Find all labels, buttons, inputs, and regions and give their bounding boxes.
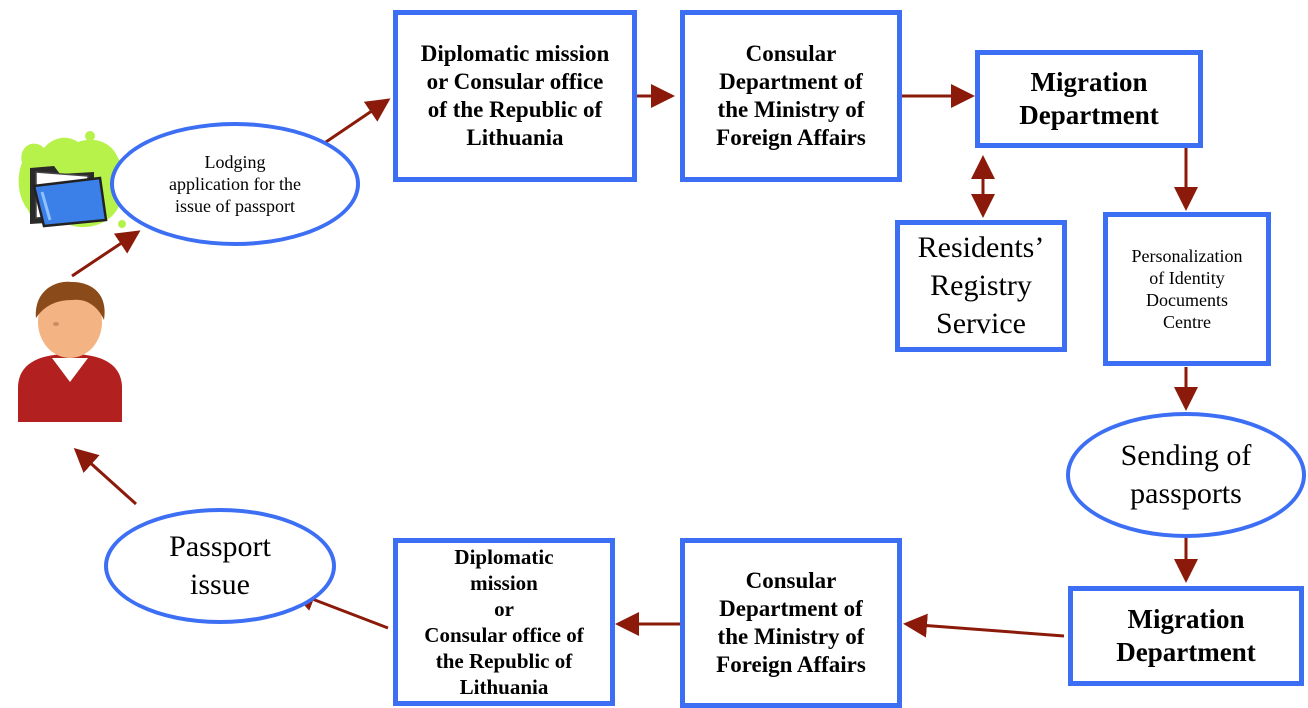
residents-registry-label: Residents’ Registry Service xyxy=(917,231,1045,340)
consular-department-bottom-node: Consular Department of the Ministry of F… xyxy=(680,538,902,708)
lodging-application-label: Lodging application for the issue of pas… xyxy=(169,152,301,216)
diplomatic-mission-bottom-label: Diplomatic mission or Consular office of… xyxy=(424,545,584,699)
diplomatic-mission-top-label: Diplomatic mission or Consular office of… xyxy=(420,41,610,150)
personalization-centre-node: Personalization of Identity Documents Ce… xyxy=(1103,212,1271,366)
lodging-application-node: Lodging application for the issue of pas… xyxy=(110,122,360,246)
migration-department-bottom-label: Migration Department xyxy=(1116,604,1256,667)
passport-issue-node: Passport issue xyxy=(104,508,336,624)
migration-department-top-node: Migration Department xyxy=(975,50,1203,148)
consular-department-top-label: Consular Department of the Ministry of F… xyxy=(716,41,866,150)
personalization-centre-label: Personalization of Identity Documents Ce… xyxy=(1131,246,1243,332)
arrow-passport-to-person xyxy=(73,447,138,506)
consular-department-top-node: Consular Department of the Ministry of F… xyxy=(680,10,902,182)
folder-icon xyxy=(18,131,127,228)
sending-passports-label: Sending of passports xyxy=(1120,439,1252,510)
arrow-lodging-to-diplomatic xyxy=(319,98,391,148)
diplomatic-mission-top-node: Diplomatic mission or Consular office of… xyxy=(393,10,637,182)
person-icon xyxy=(18,281,122,422)
residents-registry-node: Residents’ Registry Service xyxy=(895,220,1067,352)
arrow-migration-to-consular xyxy=(903,613,1065,638)
consular-department-bottom-label: Consular Department of the Ministry of F… xyxy=(716,568,866,677)
passport-issue-label: Passport issue xyxy=(169,530,271,601)
migration-department-bottom-node: Migration Department xyxy=(1068,586,1304,686)
diplomatic-mission-bottom-node: Diplomatic mission or Consular office of… xyxy=(393,538,615,706)
sending-passports-node: Sending of passports xyxy=(1066,412,1306,538)
migration-department-top-label: Migration Department xyxy=(1019,67,1159,130)
arrow-person-to-lodging xyxy=(71,230,141,278)
